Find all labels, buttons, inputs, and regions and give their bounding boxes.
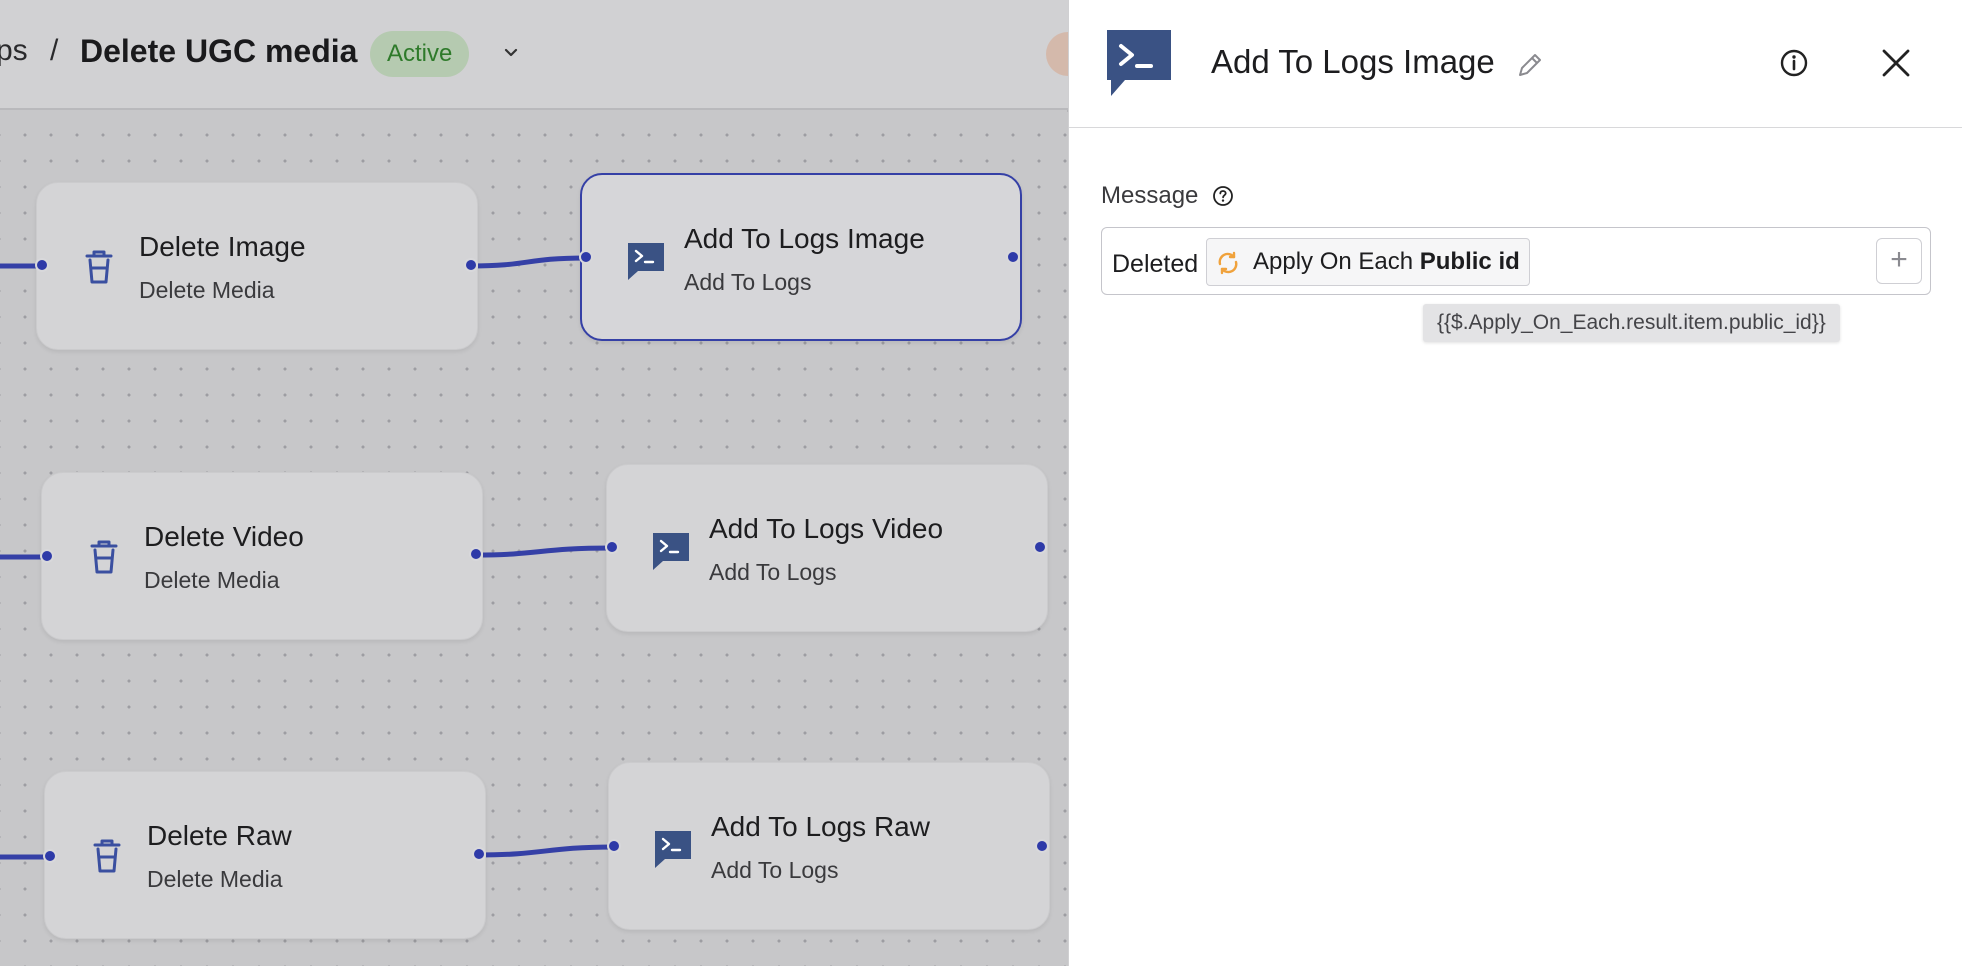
node-output-port[interactable] <box>472 847 486 861</box>
node-subtitle: Delete Media <box>147 866 283 892</box>
node-input-port[interactable] <box>40 549 54 563</box>
node-title: Add To Logs Raw <box>711 811 930 842</box>
node-output-port[interactable] <box>1035 839 1049 853</box>
variable-token[interactable]: Apply On Each Public id <box>1206 238 1530 286</box>
node-subtitle: Add To Logs <box>709 559 837 585</box>
breadcrumb-previous[interactable]: ps <box>0 34 28 67</box>
node-title: Delete Video <box>144 521 304 552</box>
node-subtitle: Add To Logs <box>684 269 812 295</box>
node-output-port[interactable] <box>1033 540 1047 554</box>
node-title: Add To Logs Image <box>684 223 925 254</box>
node-title: Delete Raw <box>147 820 292 851</box>
info-icon[interactable] <box>1777 46 1811 80</box>
close-icon[interactable] <box>1877 44 1915 82</box>
pencil-icon[interactable] <box>1515 50 1545 80</box>
terminal-icon <box>628 243 664 280</box>
node-add-to-logs-image[interactable]: Add To Logs Image Add To Logs <box>580 173 1022 341</box>
trash-icon <box>85 250 113 284</box>
trash-icon <box>93 839 121 873</box>
node-input-port[interactable] <box>35 258 49 272</box>
node-input-port[interactable] <box>605 540 619 554</box>
node-delete-image[interactable]: Delete Image Delete Media <box>36 182 478 350</box>
node-title: Delete Image <box>139 231 306 262</box>
trash-icon <box>90 540 118 574</box>
message-prefix-text: Deleted <box>1112 250 1199 278</box>
workflow-topbar: ps / Delete UGC media Active <box>0 0 1090 110</box>
token-source: Apply On Each <box>1253 248 1420 275</box>
help-icon[interactable] <box>1211 184 1235 208</box>
message-input[interactable]: Deleted Apply On Each Public id + <box>1101 227 1931 295</box>
add-variable-button[interactable]: + <box>1876 238 1922 284</box>
node-subtitle: Delete Media <box>139 277 275 303</box>
status-badge: Active <box>370 31 470 77</box>
node-add-to-logs-video[interactable]: Add To Logs Video Add To Logs <box>606 464 1048 632</box>
node-input-port[interactable] <box>607 839 621 853</box>
breadcrumb-separator: / <box>50 34 59 67</box>
node-title: Add To Logs Video <box>709 513 944 544</box>
loop-icon <box>1218 251 1238 275</box>
node-output-port[interactable] <box>464 258 478 272</box>
node-output-port[interactable] <box>1006 250 1020 264</box>
message-label: Message <box>1101 182 1199 209</box>
chevron-down-icon[interactable] <box>500 42 522 64</box>
node-output-port[interactable] <box>469 547 483 561</box>
node-add-to-logs-raw[interactable]: Add To Logs Raw Add To Logs <box>608 762 1050 930</box>
panel-header: Add To Logs Image <box>1069 0 1962 128</box>
terminal-icon <box>1107 30 1171 96</box>
workflow-title[interactable]: Delete UGC media <box>80 33 358 69</box>
terminal-icon <box>653 533 689 570</box>
node-subtitle: Delete Media <box>144 567 280 593</box>
node-delete-raw[interactable]: Delete Raw Delete Media <box>44 771 486 939</box>
node-settings-panel: Add To Logs Image Message Deleted <box>1068 0 1962 966</box>
node-subtitle: Add To Logs <box>711 857 839 883</box>
terminal-icon <box>655 831 691 868</box>
token-field: Public id <box>1419 248 1520 275</box>
node-delete-video[interactable]: Delete Video Delete Media <box>41 472 483 640</box>
workflow-area: ps / Delete UGC media Active Delete Imag… <box>0 0 1090 966</box>
panel-title: Add To Logs Image <box>1211 43 1495 80</box>
node-input-port[interactable] <box>43 849 57 863</box>
node-input-port[interactable] <box>579 250 593 264</box>
token-tooltip: {{$.Apply_On_Each.result.item.public_id}… <box>1423 304 1840 342</box>
